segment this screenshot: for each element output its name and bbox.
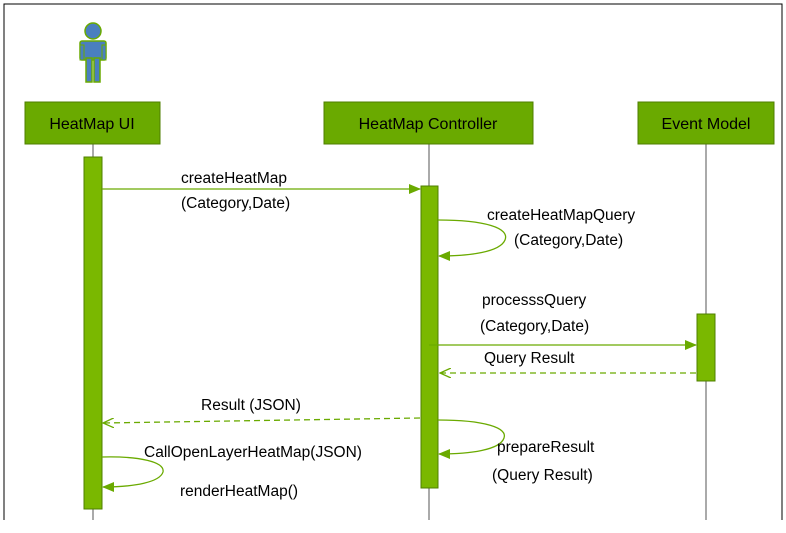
diagram-frame (3, 3, 783, 520)
message-process-query: processsQuery (Category,Date) (429, 292, 697, 350)
message-label: (Category,Date) (480, 318, 589, 335)
participant-event-model: Event Model (637, 101, 775, 145)
message-create-heatmap: createHeatMap (Category,Date) (102, 170, 421, 212)
message-label: CallOpenLayerHeatMap(JSON) (144, 444, 362, 461)
person-icon (79, 22, 107, 83)
message-label: createHeatMapQuery (487, 207, 635, 224)
activation-bar-event-model (696, 313, 716, 382)
message-label: (Query Result) (492, 467, 593, 484)
participant-label: HeatMap UI (49, 116, 134, 133)
participant-heatmap-ui: HeatMap UI (24, 101, 161, 145)
message-label: renderHeatMap() (180, 483, 298, 500)
message-label: Query Result (484, 350, 575, 367)
participant-heatmap-controller: HeatMap Controller (323, 101, 534, 145)
message-label: (Category,Date) (181, 195, 290, 212)
message-label: (Category,Date) (514, 232, 623, 249)
message-prepare-result: prepareResult (Query Result) (437, 419, 595, 484)
participant-label: HeatMap Controller (359, 116, 498, 133)
message-query-result: Query Result (440, 350, 696, 373)
message-label: prepareResult (497, 439, 595, 456)
message-label: Result (JSON) (201, 397, 301, 414)
message-result-json: Result (JSON) (103, 397, 421, 423)
activation-bar-heatmap-ui (83, 156, 103, 510)
message-call-openlayer-heatmap: CallOpenLayerHeatMap(JSON) renderHeatMap… (101, 444, 362, 500)
participant-label: Event Model (662, 116, 751, 133)
activation-bar-heatmap-controller (420, 185, 439, 489)
message-label: createHeatMap (181, 170, 287, 187)
message-label: processsQuery (482, 292, 586, 309)
message-create-heatmap-query: createHeatMapQuery (Category,Date) (437, 207, 635, 261)
